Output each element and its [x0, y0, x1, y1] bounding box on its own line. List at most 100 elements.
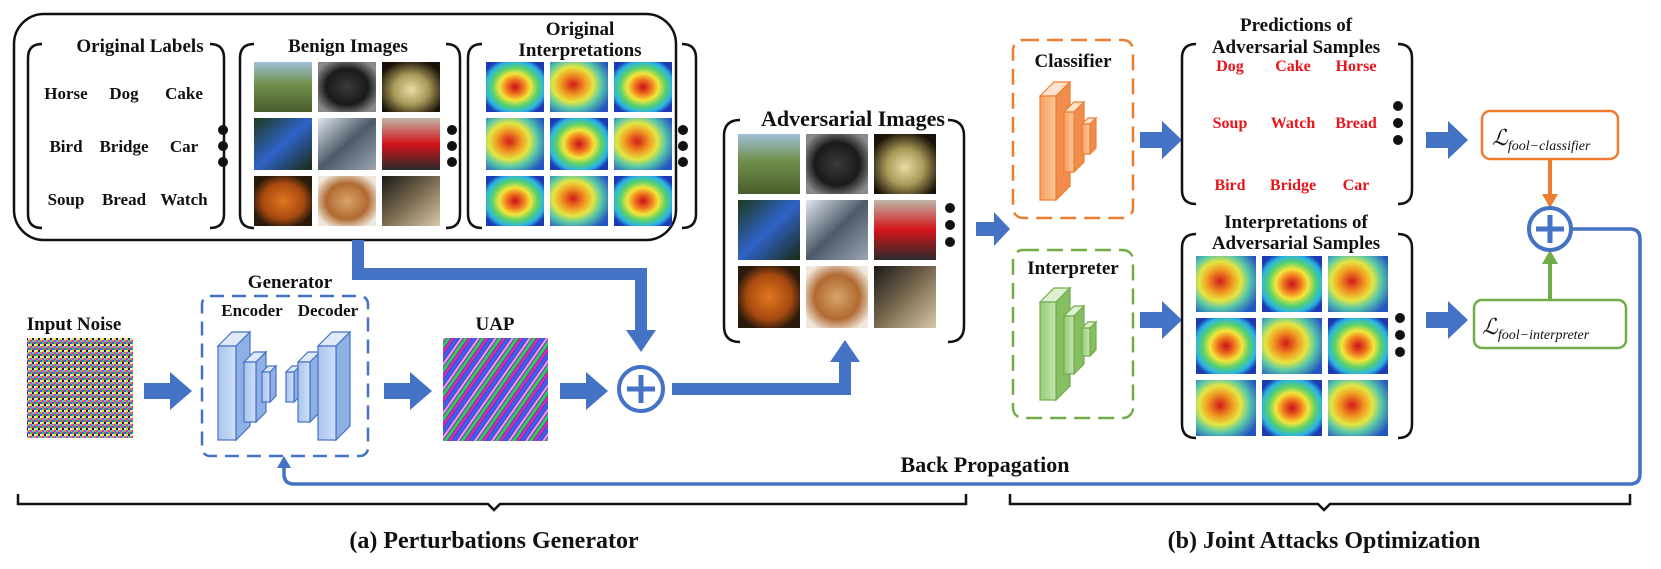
- heatmap-tile: [1328, 256, 1388, 312]
- predictions-title-1: Predictions of: [1240, 15, 1353, 36]
- adversarial-image-soup: [738, 266, 800, 328]
- original-interpretations-title-2: Interpretations: [518, 40, 641, 61]
- arrow-uap-to-sum: [560, 372, 608, 410]
- label-cell: Cake: [165, 84, 203, 103]
- original-labels-grid: Horse Dog Cake Bird Bridge Car Soup Brea…: [44, 84, 208, 209]
- original-heatmap-grid: [486, 62, 672, 226]
- ellipsis-dots-icon: [1393, 101, 1403, 145]
- heatmap-tile: [1196, 256, 1256, 312]
- input-noise-image: [27, 338, 133, 438]
- arrow-adversarial-to-models: [976, 212, 1010, 246]
- predictions-right-bracket: [1397, 42, 1414, 206]
- encoder-blocks-icon: [216, 330, 278, 442]
- prediction-cell: Dog: [1216, 58, 1244, 75]
- loss-classifier-symbol: ℒ: [1492, 125, 1509, 150]
- interpreter-network-icon: [1038, 286, 1098, 402]
- arrow-interpreter-to-interpretations: [1140, 301, 1182, 339]
- arrow-classifier-to-predictions: [1140, 121, 1182, 159]
- benign-image-bread: [318, 176, 376, 226]
- label-cell: Soup: [48, 190, 85, 209]
- heatmap-tile: [614, 176, 672, 226]
- ellipsis-dots-icon: [1395, 313, 1405, 357]
- arrow-predictions-to-loss: [1426, 121, 1468, 159]
- encoder-label: Encoder: [221, 301, 283, 320]
- ellipsis-dots-icon: [218, 125, 228, 167]
- original-interpretations-title-1: Original: [546, 19, 615, 40]
- arrow-sum-to-adversarial: [672, 358, 851, 395]
- prediction-cell: Bridge: [1270, 177, 1316, 194]
- input-panel-outline: [12, 12, 678, 242]
- prediction-cell: Soup: [1213, 115, 1248, 132]
- decoder-blocks-icon: [284, 330, 352, 442]
- benign-image-dog: [318, 62, 376, 112]
- adversarial-image-bird: [738, 200, 800, 260]
- loss-sum-operator-icon: [1527, 206, 1573, 252]
- ellipsis-dots-icon: [447, 125, 457, 167]
- loss-classifier-subscript: fool−classifier: [1508, 139, 1591, 154]
- ellipsis-dots-icon: [678, 125, 688, 167]
- generator-title: Generator: [248, 272, 333, 293]
- benign-left-bracket: [238, 42, 255, 230]
- classifier-network-icon: [1038, 80, 1098, 202]
- adversarial-image-grid: [738, 134, 936, 328]
- caption-perturbations-generator: (a) Perturbations Generator: [349, 528, 639, 554]
- label-cell: Bridge: [99, 137, 149, 156]
- label-cell: Bird: [49, 137, 83, 156]
- adversarial-images-title: Adversarial Images: [761, 106, 945, 131]
- loss-classifier-label: ℒfool−classifier: [1492, 125, 1591, 154]
- benign-right-bracket: [445, 42, 462, 230]
- predictions-grid: Dog Cake Horse Soup Watch Bread Bird Bri…: [1213, 58, 1377, 194]
- heatmap-tile: [550, 118, 608, 170]
- benign-image-horse: [254, 62, 312, 112]
- arrow-loss-classifier-to-sum-head: [1542, 194, 1558, 208]
- label-cell: Bread: [102, 190, 147, 209]
- generator-box: [200, 294, 370, 458]
- heatmap-tile: [550, 176, 608, 226]
- heatmap-tile: [614, 118, 672, 170]
- heatmap-tile: [1196, 380, 1256, 436]
- decoder-label: Decoder: [298, 301, 359, 320]
- interp-left-bracket: [466, 42, 483, 230]
- arrow-benign-to-sum-head: [626, 330, 656, 352]
- label-cell: Horse: [44, 84, 88, 103]
- loss-interpreter-subscript: fool−interpreter: [1498, 328, 1590, 343]
- prediction-cell: Cake: [1275, 58, 1311, 75]
- prediction-cell: Bird: [1214, 177, 1245, 194]
- heatmap-tile: [1262, 380, 1322, 436]
- arrow-sum-to-adversarial-head: [830, 340, 860, 362]
- interp-right-bracket: [681, 42, 698, 230]
- arrow-loss-interpreter-to-sum-head: [1542, 250, 1558, 264]
- heatmap-tile: [550, 62, 608, 112]
- ellipsis-dots-icon: [945, 203, 955, 247]
- adversarial-left-bracket: [722, 118, 741, 344]
- heatmap-tile: [486, 118, 544, 170]
- label-cell: Car: [170, 137, 199, 156]
- interpretations-title-1: Interpretations of: [1224, 212, 1368, 233]
- label-cell: Watch: [160, 190, 208, 209]
- label-cell: Dog: [109, 84, 139, 103]
- back-propagation-arrow-head: [277, 456, 291, 468]
- caption-joint-attacks: (b) Joint Attacks Optimization: [1168, 528, 1481, 554]
- brace-perturbations-generator: [16, 494, 968, 512]
- interpretations-right-bracket: [1397, 232, 1414, 440]
- arrow-interpretations-to-loss: [1426, 301, 1468, 339]
- benign-image-grid: [254, 62, 440, 226]
- adversarial-image-bread: [806, 266, 868, 328]
- adversarial-image-bridge: [806, 200, 868, 260]
- adversarial-image-watch: [874, 266, 936, 328]
- heatmap-tile: [1262, 318, 1322, 374]
- benign-image-soup: [254, 176, 312, 226]
- benign-image-cake: [382, 62, 440, 112]
- arrow-generator-to-uap: [384, 372, 432, 410]
- heatmap-tile: [1262, 256, 1322, 312]
- labels-right-bracket: [209, 42, 226, 230]
- adversarial-image-horse: [738, 134, 800, 194]
- predictions-title-2: Adversarial Samples: [1212, 37, 1380, 58]
- adversarial-heatmap-grid: [1196, 256, 1388, 436]
- loss-interpreter-symbol: ℒ: [1482, 314, 1499, 339]
- uap-image: [443, 338, 548, 441]
- sum-operator-icon: [617, 365, 665, 413]
- interpreter-box: [1011, 248, 1135, 420]
- benign-image-bridge: [318, 118, 376, 170]
